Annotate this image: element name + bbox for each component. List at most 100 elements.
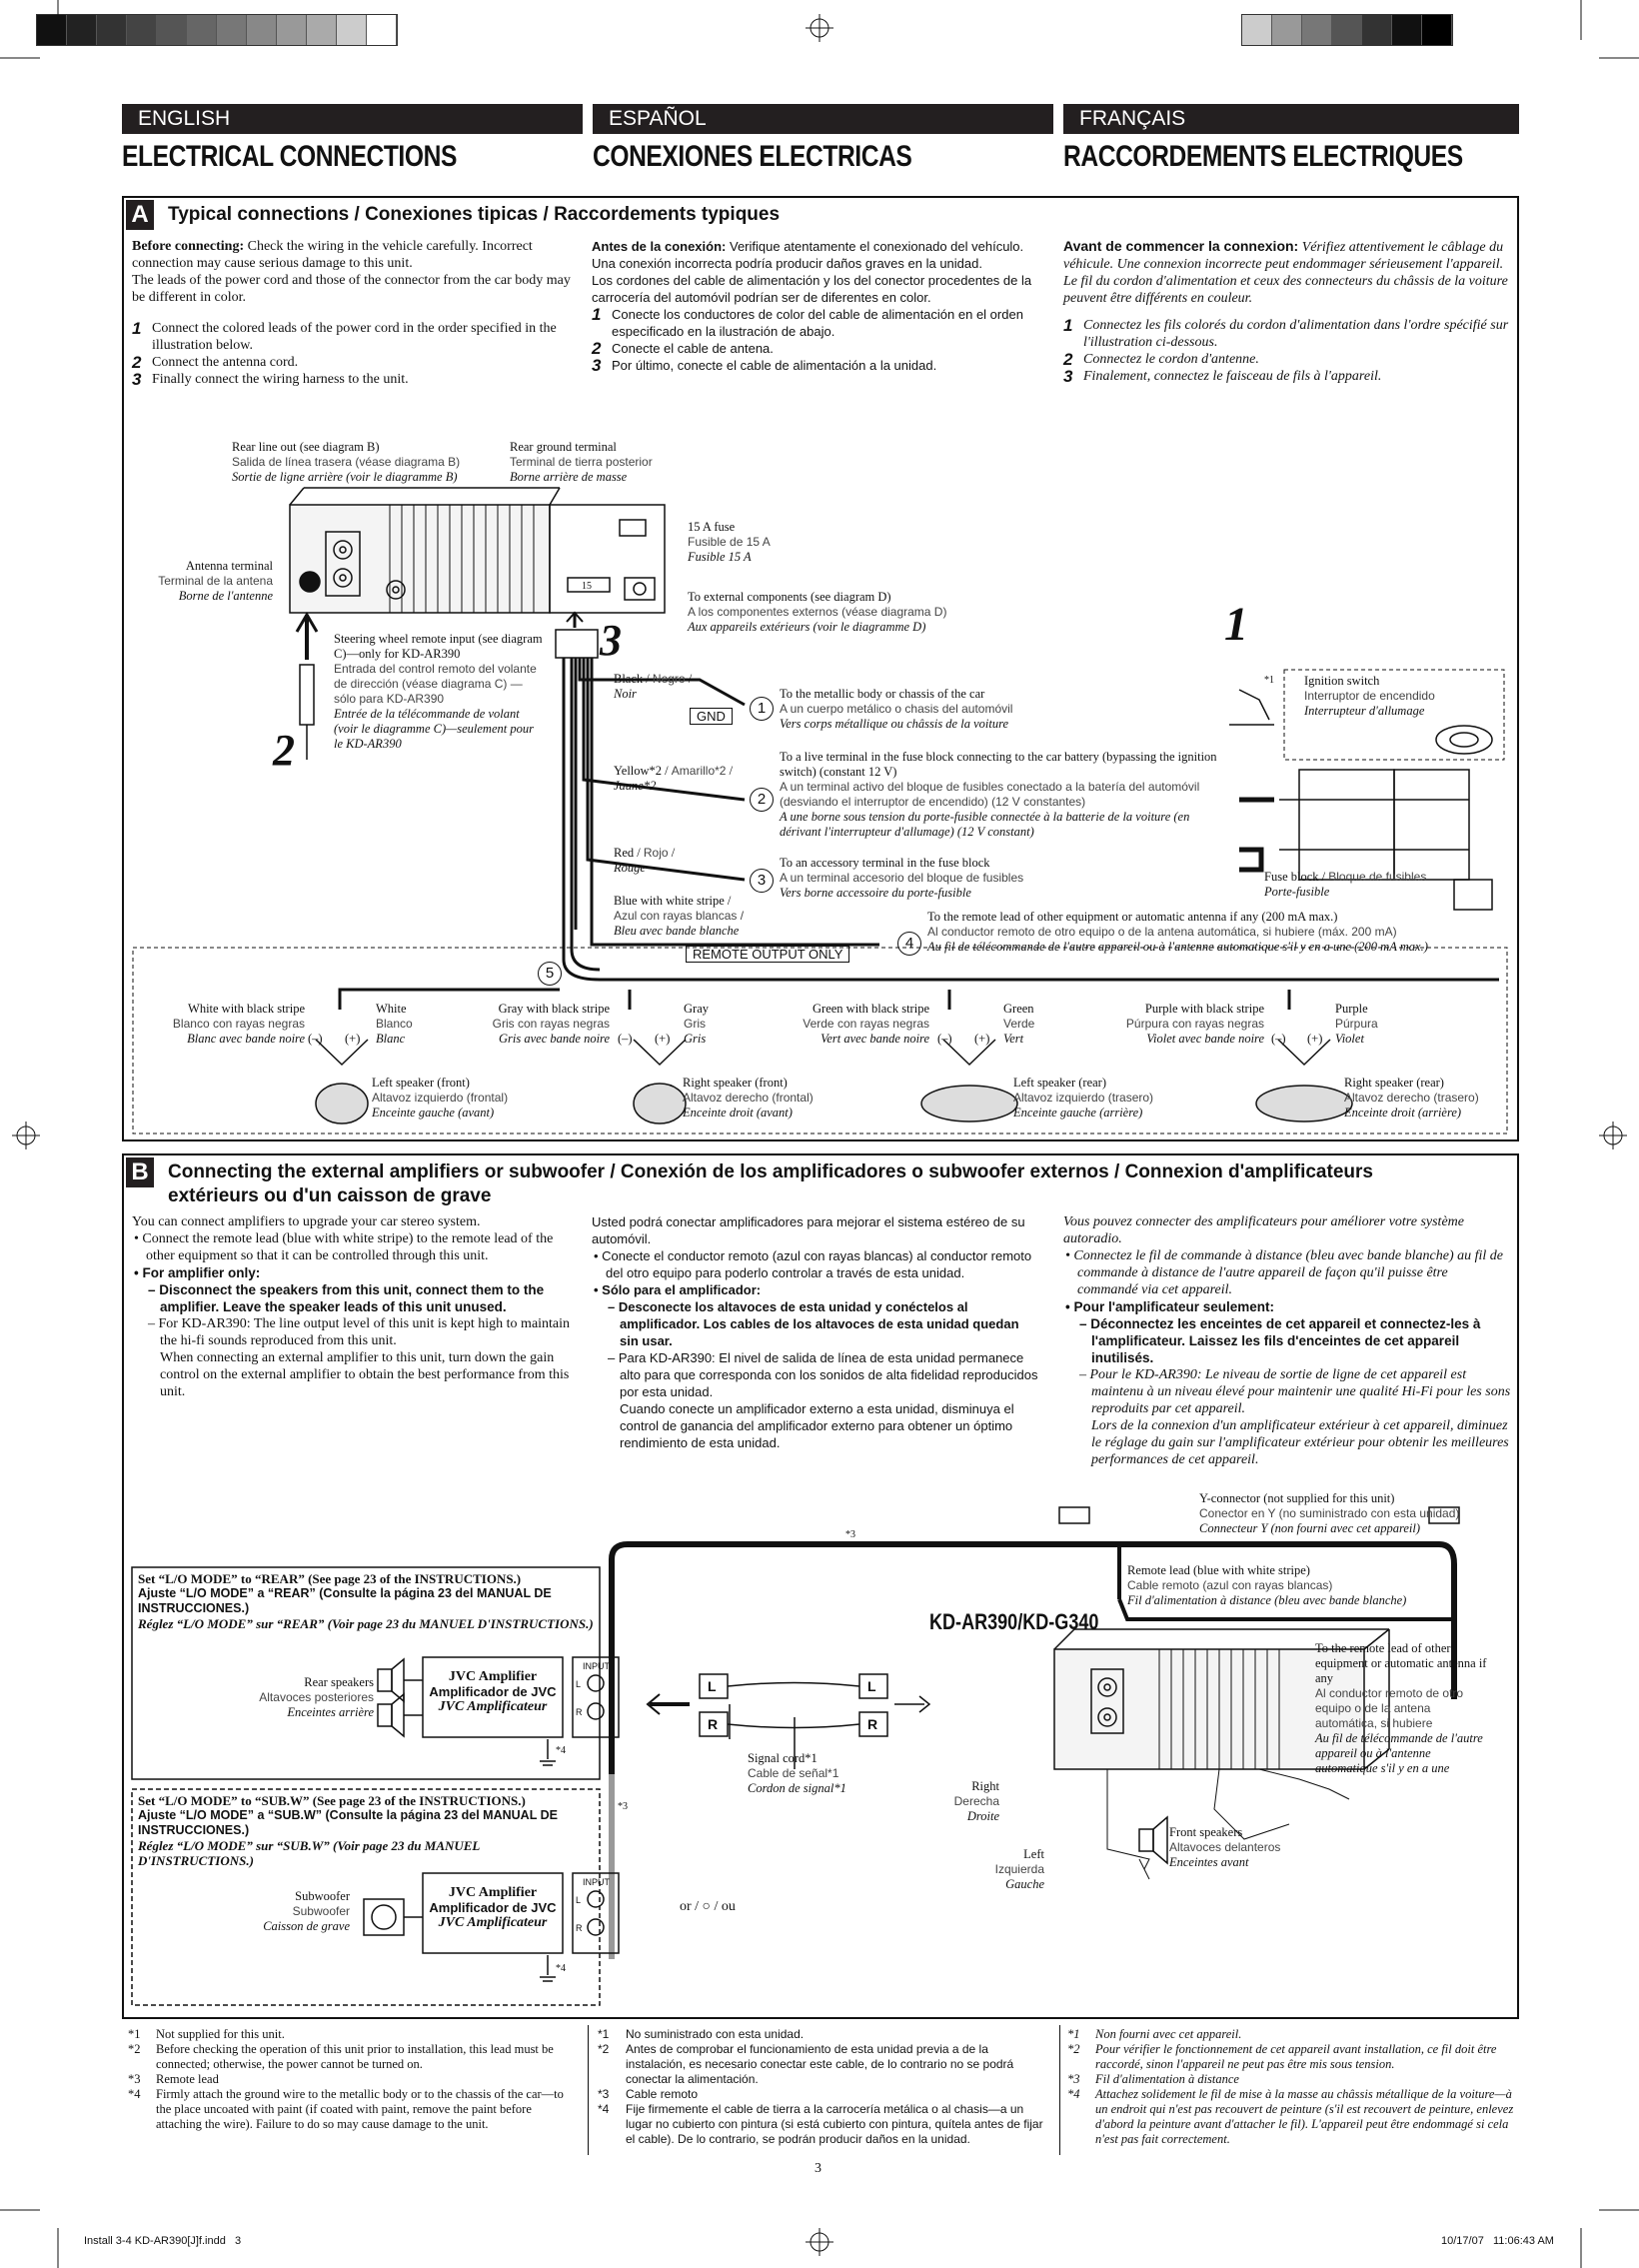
- section-a-text-english: Before connecting: Check the wiring in t…: [132, 238, 580, 388]
- section-b-text-french: Vous pouvez connecter des amplificateurs…: [1063, 1214, 1511, 1467]
- intro-bold: Before connecting:: [132, 239, 245, 254]
- plug-l-left: L: [708, 1678, 717, 1694]
- color-registration-bar-left: [36, 14, 398, 46]
- speaker-polarity-plus: (+): [655, 1032, 671, 1046]
- section-a-panel: [122, 196, 1519, 1141]
- speaker-polarity-minus: (–): [308, 1032, 323, 1046]
- label-wire-blue: Blue with white stripe / Azul con rayas …: [614, 894, 745, 938]
- amp-input-r: R: [576, 1923, 583, 1933]
- step-number: 1: [1063, 316, 1073, 335]
- label-star-4: *4: [556, 1963, 566, 1974]
- step-number: 2: [132, 353, 142, 372]
- step-text: Finalement, connectez le faisceau de fil…: [1083, 369, 1382, 384]
- label-rear-ground: Rear ground terminal Terminal de tierra …: [510, 440, 653, 484]
- label-star-3-remote: *3: [845, 1529, 855, 1540]
- section-a-title: Typical connections / Conexiones tipicas…: [168, 204, 781, 225]
- speaker-name-right-rear: Right speaker (rear)Altavoz derecho (tra…: [1344, 1076, 1479, 1120]
- label-external-components: To external components (see diagram D) A…: [688, 590, 947, 634]
- footnote-divider-2: [1059, 2025, 1060, 2155]
- step-number-1-large: 1: [1224, 598, 1248, 651]
- step-number-2-large: 2: [273, 726, 295, 775]
- page-title-spanish: CONEXIONES ELECTRICAS: [593, 140, 912, 173]
- label-or: or / ○ / ou: [680, 1899, 736, 1914]
- label-steering-remote: Steering wheel remote input (see diagram…: [334, 632, 543, 751]
- page-title-french: RACCORDEMENTS ELECTRIQUES: [1063, 140, 1463, 173]
- section-b-panel: [122, 1153, 1519, 2019]
- speaker-polarity-minus: (–): [1271, 1032, 1286, 1046]
- footer-file-info: Install 3-4 KD-AR390[J]f.indd 3: [84, 2235, 242, 2247]
- label-y-connector: Y-connector (not supplied for this unit)…: [1199, 1491, 1460, 1535]
- gnd-tag: GND: [690, 708, 733, 725]
- model-name: KD-AR390/KD-G340: [929, 1609, 1099, 1634]
- footer-date: 10/17/07 11:06:43 AM: [1441, 2235, 1554, 2247]
- footnote-divider-1: [588, 2025, 589, 2155]
- step-text: Connectez les fils colorés du cordon d'a…: [1083, 318, 1509, 350]
- label-ignition-switch: Ignition switch Interruptor de encendido…: [1304, 674, 1435, 718]
- intro-text: Verifique atentamente el conexionado del…: [592, 239, 1024, 271]
- label-star-4: *4: [556, 1745, 566, 1756]
- speaker-name-left-front: Left speaker (front)Altavoz izquierdo (f…: [372, 1076, 509, 1120]
- lo-mode-subw-box: Set “L/O MODE” to “SUB.W” (See page 23 o…: [138, 1793, 558, 1868]
- label-remote-lead: Remote lead (blue with white stripe)Cabl…: [1127, 1563, 1407, 1607]
- lang-header-english: ENGLISH: [122, 104, 583, 134]
- plug-r-left: R: [708, 1716, 719, 1732]
- wire-number-4: 4: [897, 932, 921, 956]
- lang-header-spanish: ESPAÑOL: [593, 104, 1053, 134]
- label-wire-black: Black / Negro /Noir: [614, 672, 693, 701]
- section-b-title: Connecting the external amplifiers or su…: [168, 1161, 1373, 1206]
- section-b-text-english: You can connect amplifiers to upgrade yo…: [132, 1214, 571, 1399]
- label-star-1: *1: [1264, 675, 1274, 686]
- lang-header-french: FRANÇAIS: [1063, 104, 1519, 134]
- page-number: 3: [815, 2161, 821, 2176]
- label-wire-yellow: Yellow*2 / Amarillo*2 /Jaune*2: [614, 764, 734, 793]
- speaker-polarity-plus: (+): [345, 1032, 361, 1046]
- amp-input-r: R: [576, 1707, 583, 1717]
- intro-text: Vérifiez attentivement le câblage du véh…: [1063, 240, 1504, 272]
- step-number: 1: [592, 305, 602, 324]
- intro-bold: Antes de la conexión:: [592, 239, 727, 254]
- label-star-3: *3: [618, 1801, 628, 1812]
- wire-number-1: 1: [750, 697, 774, 721]
- wire-number-3: 3: [750, 869, 774, 893]
- speaker-name-right-front: Right speaker (front)Altavoz derecho (fr…: [683, 1076, 814, 1120]
- step-text: Por último, conecte el cable de alimenta…: [612, 358, 937, 373]
- speaker-polarity-minus: (–): [618, 1032, 633, 1046]
- section-b-badge: B: [126, 1157, 154, 1187]
- step-text: Conecte el cable de antena.: [612, 341, 774, 356]
- speaker-polarity-plus: (+): [1307, 1032, 1323, 1046]
- step-number-3-large: 3: [600, 616, 622, 665]
- amp-input-l: L: [576, 1895, 582, 1905]
- plug-l-right: L: [867, 1678, 876, 1694]
- label-wire-1-dest: To the metallic body or chassis of the c…: [780, 687, 1013, 731]
- wire-number-5: 5: [538, 962, 562, 986]
- fuse-mark: 15: [582, 581, 592, 592]
- label-rear-line-out: Rear line out (see diagram B) Salida de …: [232, 440, 461, 484]
- label-antenna-terminal: Antenna terminal Terminal de la antena B…: [158, 559, 273, 603]
- intro-text-2: Los cordones del cable de alimentación y…: [592, 273, 1032, 305]
- label-wire-red: Red / Rojo /Rouge: [614, 846, 676, 875]
- step-number: 1: [132, 319, 142, 338]
- wire-number-2: 2: [750, 788, 774, 812]
- step-text: Connect the colored leads of the power c…: [152, 321, 557, 353]
- amp-input-label: INPUT: [583, 1877, 610, 1887]
- step-text: Connect the antenna cord.: [152, 355, 299, 370]
- amp-input-l: L: [576, 1679, 582, 1689]
